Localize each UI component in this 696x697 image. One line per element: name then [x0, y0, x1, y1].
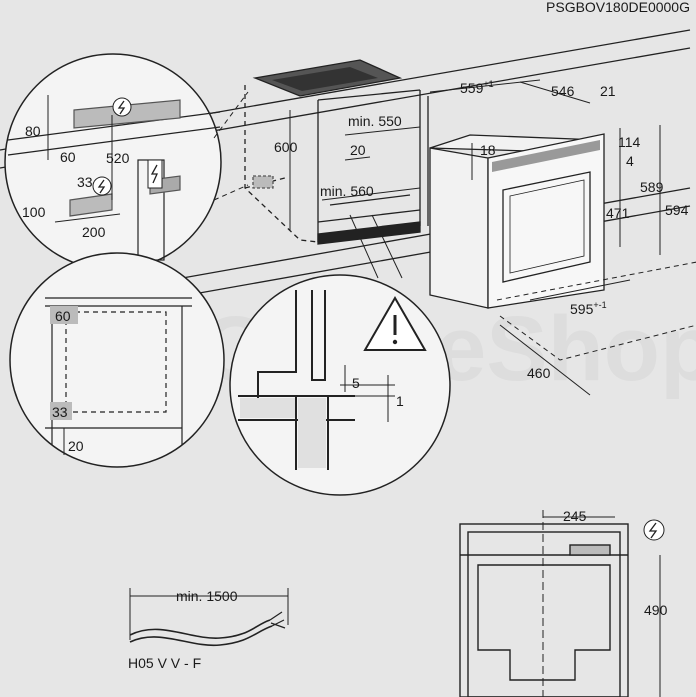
- countertop-front-edge: [159, 187, 691, 283]
- label-559: 559+1: [460, 79, 494, 96]
- detail-electric-leader-2: [213, 184, 249, 201]
- label-100: 100: [22, 204, 46, 220]
- dim-460-line: [499, 324, 591, 396]
- label-520: 520: [106, 150, 130, 166]
- label-profile-5: 5: [352, 375, 360, 391]
- label-595-value: 595: [570, 301, 594, 317]
- label-min-550: min. 550: [348, 113, 402, 129]
- label-80: 80: [25, 123, 41, 139]
- rear-outer: [459, 523, 629, 697]
- oven-control-panel: [492, 140, 600, 172]
- oven-floor-proj-1: [496, 261, 696, 301]
- vent-opening-bottom: [50, 402, 72, 420]
- dim-546-line: [519, 81, 591, 104]
- cabinet-top: [317, 89, 421, 101]
- electric-box-low: [69, 193, 113, 217]
- vent-opening-top: [50, 306, 78, 324]
- label-559-value: 559: [460, 80, 484, 96]
- cabinet-shelf: [329, 194, 411, 206]
- dim-20-line: [344, 156, 371, 161]
- kitchen-cabinet-scene: [0, 29, 691, 301]
- label-114: 114: [618, 134, 641, 150]
- detail-profile: [229, 214, 451, 496]
- label-cable-length: min. 1500: [176, 588, 238, 604]
- profile-wood-shelf: [240, 398, 295, 418]
- worktop-line-2: [7, 126, 221, 156]
- rear-connection-box: [569, 544, 611, 556]
- label-200: 200: [82, 224, 106, 240]
- label-594: 594: [665, 202, 689, 218]
- profile-wood-panel: [298, 398, 326, 468]
- cabinet-floor: [317, 209, 421, 223]
- oven-drawing: [429, 79, 696, 396]
- label-cable-type: H05 V V - F: [128, 655, 201, 671]
- detail-profile-leader-1: [349, 214, 379, 279]
- label-profile-1: 1: [396, 393, 404, 409]
- oven-floor-proj-2: [499, 315, 696, 361]
- doc-code: PSGBOV180DE0000G: [546, 0, 690, 15]
- rear-view-drawing: [459, 510, 661, 697]
- socket-box: [252, 175, 274, 189]
- detail-ventilation: [9, 252, 225, 468]
- detail-profile-leader-2: [371, 214, 403, 279]
- hob-cutout-inner: [272, 67, 378, 91]
- electric-bolt-top: [117, 100, 126, 115]
- label-546: 546: [551, 83, 575, 99]
- cable-line-1: [129, 619, 271, 639]
- vent-oven-outline: [65, 311, 167, 413]
- worktop-line-1: [7, 111, 221, 141]
- label-559-tolerance: +1: [483, 79, 493, 89]
- detail-vent-circle: [9, 252, 225, 468]
- label-600: 600: [274, 139, 298, 155]
- electric-bolt-plug: [150, 164, 159, 184]
- profile-door-edge: [257, 290, 297, 398]
- electric-warning-icon-top: [112, 97, 132, 117]
- rear-cavity: [477, 564, 611, 681]
- label-21: 21: [600, 83, 616, 99]
- oven-side: [429, 147, 489, 309]
- dim-595-line: [529, 279, 631, 301]
- oven-window: [502, 171, 591, 283]
- detail-electric-leader-1: [213, 91, 249, 139]
- dim-200-line: [54, 213, 121, 223]
- label-595: 595+-1: [570, 300, 607, 317]
- label-vent-33: 33: [52, 404, 68, 420]
- label-60: 60: [60, 149, 76, 165]
- neighbour-cabinet-outline: [244, 85, 319, 243]
- label-33: 33: [77, 174, 93, 190]
- cable-drawing: [129, 588, 289, 647]
- detail-electric-connection: [4, 53, 249, 271]
- cabinet-plinth: [317, 221, 421, 245]
- label-4: 4: [626, 153, 634, 169]
- label-vent-60: 60: [55, 308, 71, 324]
- rear-electric-icon: [643, 519, 665, 541]
- cable-wire-ends: [269, 611, 286, 629]
- label-min-560: min. 560: [320, 183, 374, 199]
- oven-front: [487, 133, 605, 309]
- electric-bolt-mid: [97, 179, 106, 194]
- oven-window-inner: [509, 179, 585, 274]
- label-460: 460: [527, 365, 551, 381]
- rear-electric-bolt: [648, 522, 658, 539]
- cable-line-2: [129, 625, 273, 647]
- label-18: 18: [480, 142, 496, 158]
- label-rear-245: 245: [563, 508, 587, 524]
- label-vent-20: 20: [68, 438, 84, 454]
- dim-min560-line: [321, 187, 421, 201]
- warning-exclamation-dot: [392, 339, 398, 345]
- label-20: 20: [350, 142, 366, 158]
- rear-inner: [467, 531, 621, 697]
- label-589: 589: [640, 179, 664, 195]
- dim-min550-line: [344, 126, 421, 136]
- label-471: 471: [606, 205, 630, 221]
- profile-frame: [311, 290, 326, 381]
- label-595-tolerance: +-1: [593, 300, 606, 310]
- electric-warning-icon-mid: [92, 176, 112, 196]
- label-rear-490: 490: [644, 602, 668, 618]
